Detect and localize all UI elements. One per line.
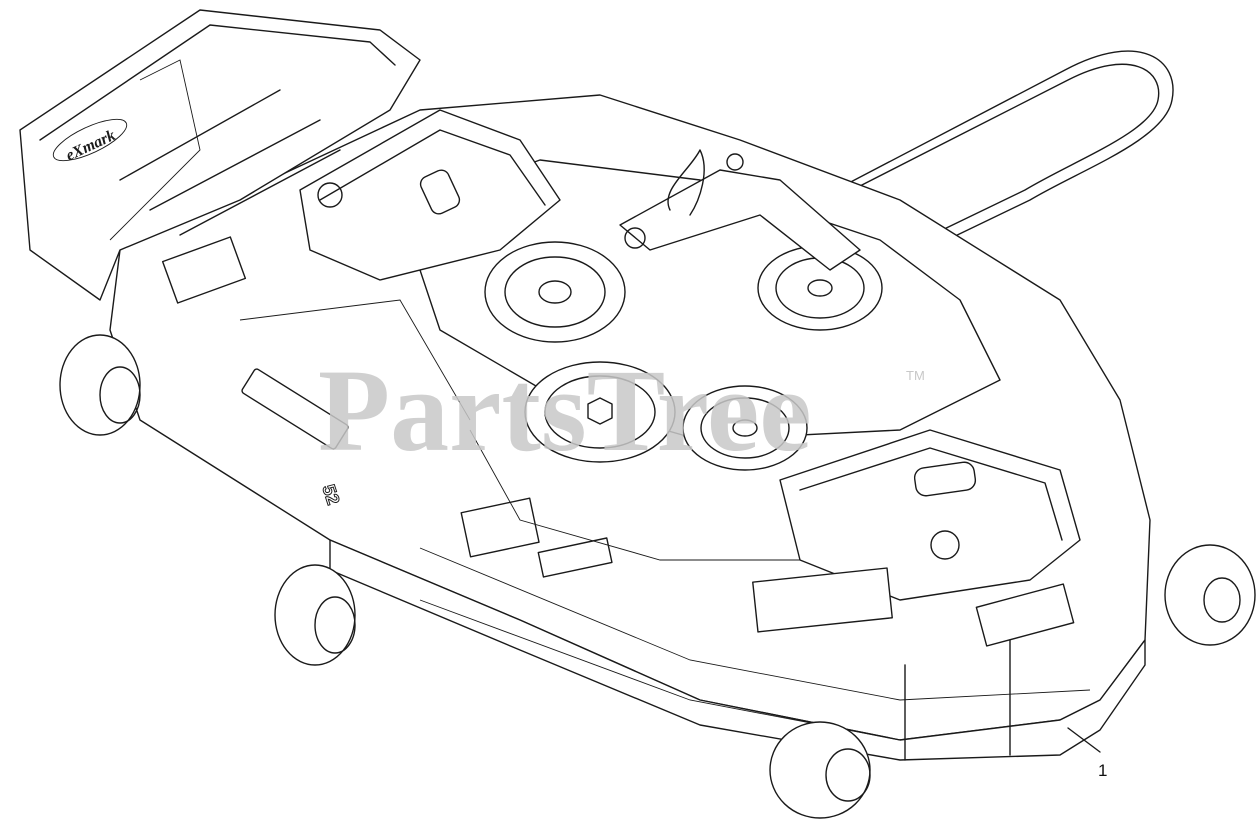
callout-1: 1 <box>1067 727 1107 780</box>
caster-wheel-right <box>1164 544 1256 646</box>
idler-arm-assembly <box>619 149 861 271</box>
pulley-center-spindle <box>524 361 676 463</box>
safety-decals <box>161 236 1075 647</box>
pulley-idler-center <box>682 385 808 471</box>
pulley-right-idler <box>757 245 883 331</box>
caster-wheel-left-front <box>274 564 356 666</box>
caster-wheel-left-rear <box>59 334 141 436</box>
right-belt-cover <box>779 429 1081 601</box>
watermark-text: PartsTree <box>318 345 812 476</box>
discharge-chute <box>19 9 421 301</box>
callout-label: 1 <box>1098 761 1107 780</box>
watermark-trademark: TM <box>906 368 925 383</box>
caster-wheel-center-front <box>769 721 871 819</box>
left-belt-cover <box>299 109 561 281</box>
pulley-left-spindle <box>484 241 626 343</box>
